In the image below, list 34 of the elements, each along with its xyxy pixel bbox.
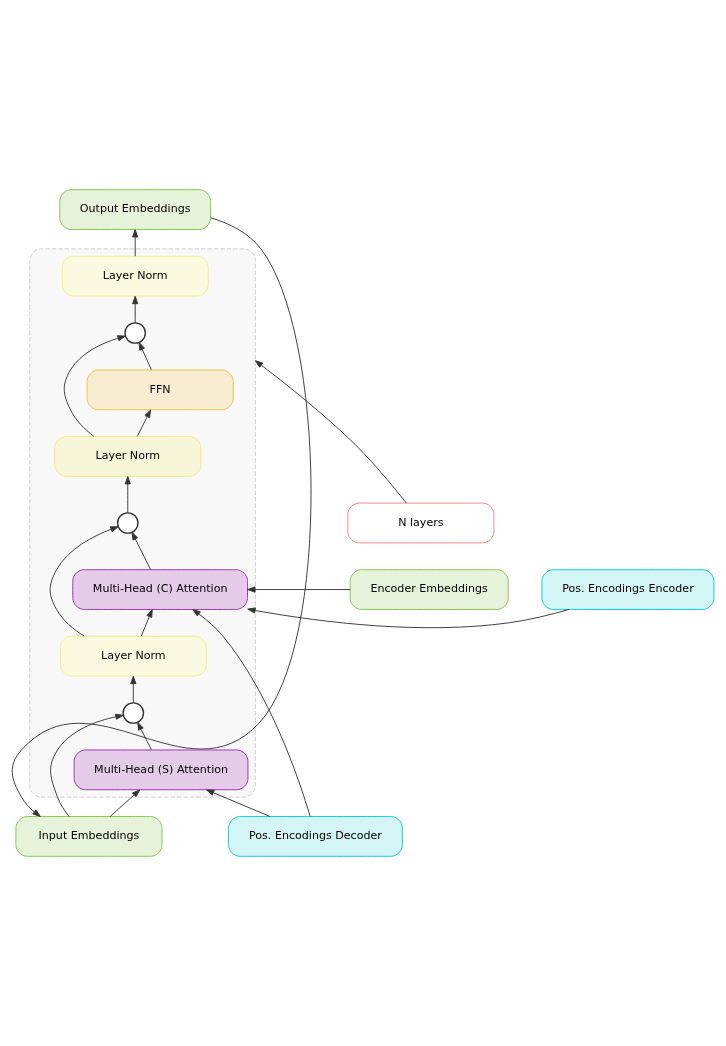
arrow <box>138 342 152 371</box>
node-circle <box>122 702 145 724</box>
arrow <box>109 789 141 817</box>
arrow <box>49 526 119 637</box>
arrow <box>132 295 139 324</box>
arrow <box>132 229 139 257</box>
node-box: FFN <box>86 369 234 411</box>
node-box: Layer Norm <box>61 255 209 297</box>
arrow <box>140 609 153 637</box>
arrow <box>50 713 124 817</box>
arrow <box>63 335 126 437</box>
node-box: Output Embeddings <box>59 189 211 230</box>
node-box: Pos. Encodings Decoder <box>228 816 403 857</box>
node-box: Layer Norm <box>59 635 207 677</box>
arrow <box>131 531 152 571</box>
node-box: Layer Norm <box>54 436 202 477</box>
node-box: Input Embeddings <box>15 816 163 857</box>
arrow <box>137 722 152 751</box>
node-box: Multi-Head (S) Attention <box>73 749 249 791</box>
arrow <box>11 217 312 817</box>
arrow <box>124 476 131 514</box>
arrow <box>254 360 407 504</box>
arrow <box>130 675 137 704</box>
node-box: Multi-Head (C) Attention <box>72 569 248 610</box>
node-circle <box>116 512 139 534</box>
arrow <box>136 409 151 437</box>
node-box: Encoder Embeddings <box>349 569 509 610</box>
node-circle <box>124 322 147 344</box>
node-box: N layers <box>347 502 495 544</box>
arrow <box>247 586 351 593</box>
arrow <box>206 789 271 817</box>
arrow <box>192 609 311 817</box>
arrow <box>247 607 570 629</box>
node-box: Pos. Encodings Encoder <box>541 569 715 610</box>
